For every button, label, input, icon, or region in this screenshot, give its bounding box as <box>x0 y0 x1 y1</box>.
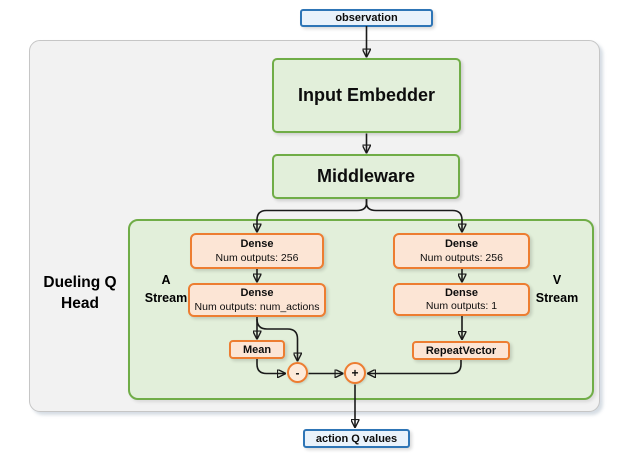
v-stream-dense1-title: Dense <box>444 238 479 251</box>
a-stream-label-line2: Stream <box>144 290 188 305</box>
middleware-node: Middleware <box>272 154 460 199</box>
add-op-circle: + <box>344 362 366 384</box>
add-op-label: + <box>351 366 359 380</box>
v-stream-label-line2: Stream <box>535 290 579 305</box>
a-stream-label: A Stream <box>138 272 194 307</box>
a-stream-dense1-subtitle: Num outputs: 256 <box>215 251 299 264</box>
repeat-vector-node: RepeatVector <box>412 341 510 360</box>
middleware-label: Middleware <box>316 166 416 186</box>
v-stream-dense2-subtitle: Num outputs: 1 <box>425 300 498 313</box>
mean-node: Mean <box>229 340 285 359</box>
action-q-values-label: action Q values <box>315 432 398 445</box>
mean-label: Mean <box>242 343 272 356</box>
v-stream-dense2-node: Dense Num outputs: 1 <box>393 283 530 316</box>
v-stream-dense2-title: Dense <box>444 286 479 299</box>
action-q-values-node: action Q values <box>303 429 410 448</box>
dueling-q-head-label: Dueling Q Head <box>30 273 130 315</box>
input-embedder-label: Input Embedder <box>297 85 435 105</box>
a-stream-dense2-node: Dense Num outputs: num_actions <box>188 283 326 317</box>
a-stream-label-line1: A <box>161 273 171 287</box>
a-stream-dense2-subtitle: Num outputs: num_actions <box>194 300 320 313</box>
observation-node: observation <box>300 9 433 27</box>
dueling-q-head-label-line2: Head <box>61 294 99 312</box>
subtract-op-label: - <box>295 365 300 380</box>
v-stream-label: V Stream <box>528 272 586 307</box>
v-stream-label-line1: V <box>552 273 562 287</box>
input-embedder-node: Input Embedder <box>272 58 461 133</box>
v-stream-dense1-subtitle: Num outputs: 256 <box>420 251 503 264</box>
repeat-vector-label: RepeatVector <box>425 344 497 357</box>
a-stream-dense1-title: Dense <box>240 238 274 251</box>
a-stream-dense2-title: Dense <box>240 287 274 300</box>
v-stream-dense1-node: Dense Num outputs: 256 <box>393 233 530 269</box>
observation-label: observation <box>335 12 398 24</box>
dueling-q-head-label-line1: Dueling Q <box>43 274 117 291</box>
subtract-op-circle: - <box>287 362 308 383</box>
a-stream-dense1-node: Dense Num outputs: 256 <box>190 233 324 269</box>
